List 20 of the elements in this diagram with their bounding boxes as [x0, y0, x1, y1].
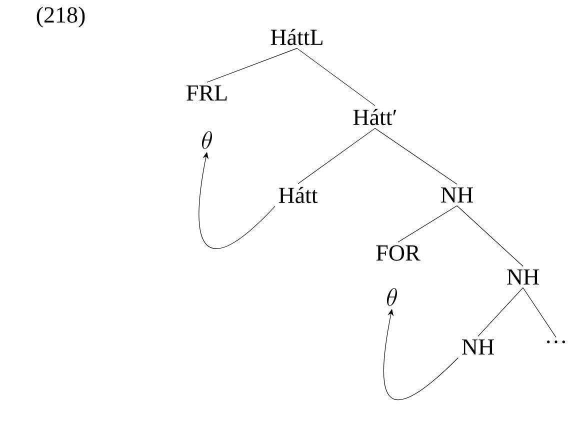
tree-branch — [398, 205, 458, 242]
tree-label: FOR — [376, 245, 420, 261]
trace-symbol: $\theta$ — [202, 131, 212, 149]
tree-label: Hátt′ — [353, 108, 396, 126]
tree-branch — [522, 287, 556, 338]
tree-branch — [478, 287, 524, 337]
tree-branch — [456, 205, 524, 267]
tree-label: NH — [441, 187, 473, 203]
tree-branch — [206, 48, 298, 83]
tree-branch — [296, 48, 376, 106]
tree-label: FRL — [186, 85, 227, 101]
trace-symbol: $\theta$ — [386, 288, 398, 306]
tree-label: NH — [462, 339, 494, 355]
example-number: (218) — [36, 6, 85, 28]
tree-label: HáttL — [270, 28, 322, 46]
tree-branch — [298, 128, 376, 184]
tree-label: Hátt — [278, 186, 318, 204]
tree-label: NH — [507, 269, 539, 285]
tree-label: ··· — [547, 340, 566, 344]
tree-branch — [374, 128, 458, 185]
